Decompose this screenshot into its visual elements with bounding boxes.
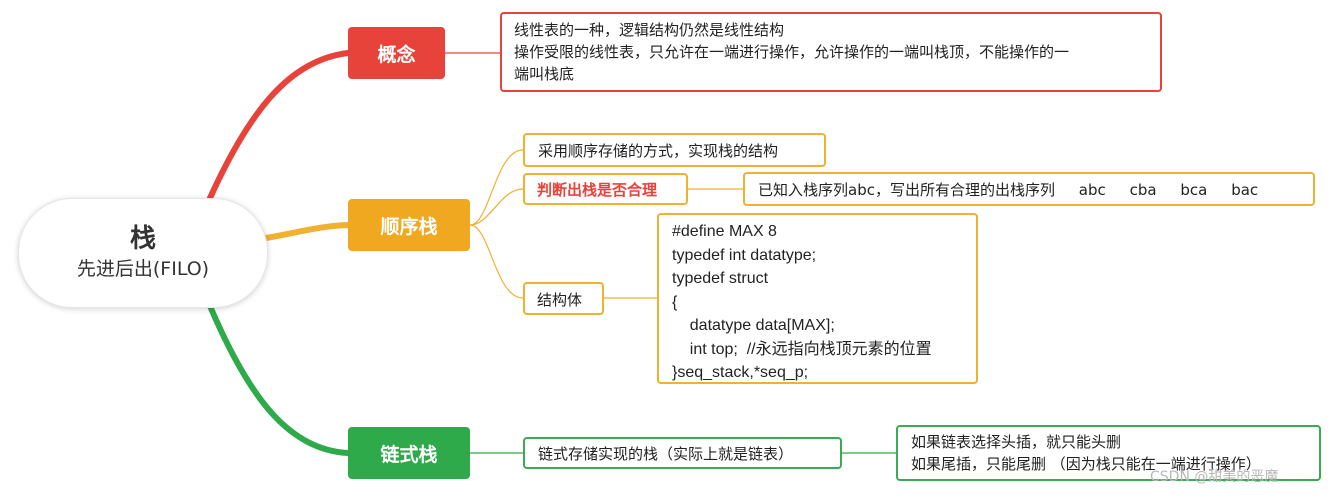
judge-label: 判断出栈是否合理	[537, 181, 658, 199]
concept-note-line-3: 端叫栈底	[514, 65, 575, 83]
sequential-storage-text: 采用顺序存储的方式，实现栈的结构	[538, 142, 779, 160]
connector-linked	[207, 303, 351, 456]
linked-note[interactable]: 如果链表选择头插，就只能头删 如果尾插，只能尾删 （因为栈只能在一端进行操作）	[896, 425, 1321, 481]
judge-answer-node[interactable]: 已知入栈序列abc，写出所有合理的出栈序列 abc cba bca bac	[743, 172, 1315, 206]
struct-code-block[interactable]: #define MAX 8 typedef int datatype; type…	[657, 213, 978, 384]
code-line-2: typedef int datatype;	[672, 246, 817, 264]
code-line-3: typedef struct	[672, 270, 769, 287]
connector-sequential	[263, 222, 351, 241]
code-line-7: }seq_stack,*seq_p;	[672, 364, 809, 381]
branch-concept-label: 概念	[377, 43, 416, 66]
root-node[interactable]: 栈 先进后出(FILO)	[18, 198, 268, 308]
concept-note-line-1: 线性表的一种，逻辑结构仍然是线性结构	[514, 21, 785, 39]
branch-linked-label: 链式栈	[380, 443, 438, 466]
root-title: 栈	[129, 224, 156, 254]
code-line-6: int top; //永远指向栈顶元素的位置	[672, 340, 932, 358]
sequential-storage-node[interactable]: 采用顺序存储的方式，实现栈的结构	[523, 133, 826, 167]
root-subtitle: 先进后出(FILO)	[76, 258, 210, 280]
struct-node[interactable]: 结构体	[523, 282, 604, 315]
code-line-1: #define MAX 8	[672, 223, 777, 240]
struct-label: 结构体	[537, 291, 583, 309]
branch-sequential-label: 顺序栈	[380, 215, 438, 238]
judge-node[interactable]: 判断出栈是否合理	[523, 173, 688, 205]
watermark: CSDN @甜美的恶魔	[1150, 469, 1279, 485]
judge-answer-text: 已知入栈序列abc，写出所有合理的出栈序列 abc cba bca bac	[758, 181, 1259, 199]
concept-note-line-2: 操作受限的线性表，只允许在一端进行操作，允许操作的一端叫栈顶，不能操作的一	[514, 43, 1070, 61]
code-line-5: datatype data[MAX];	[672, 317, 835, 334]
branch-sequential[interactable]: 顺序栈	[348, 199, 470, 251]
branch-linked[interactable]: 链式栈	[348, 427, 470, 479]
linked-desc-node[interactable]: 链式存储实现的栈（实际上就是链表）	[523, 437, 842, 469]
code-line-4: {	[672, 293, 678, 311]
concept-note[interactable]: 线性表的一种，逻辑结构仍然是线性结构 操作受限的线性表，只允许在一端进行操作，允…	[500, 12, 1162, 92]
linked-desc-text: 链式存储实现的栈（实际上就是链表）	[538, 445, 794, 463]
linked-note-line-2: 如果尾插，只能尾删 （因为栈只能在一端进行操作）	[911, 455, 1261, 473]
linked-note-line-1: 如果链表选择头插，就只能头删	[911, 433, 1122, 451]
branch-concept[interactable]: 概念	[348, 27, 445, 79]
connector-concept	[207, 50, 351, 201]
